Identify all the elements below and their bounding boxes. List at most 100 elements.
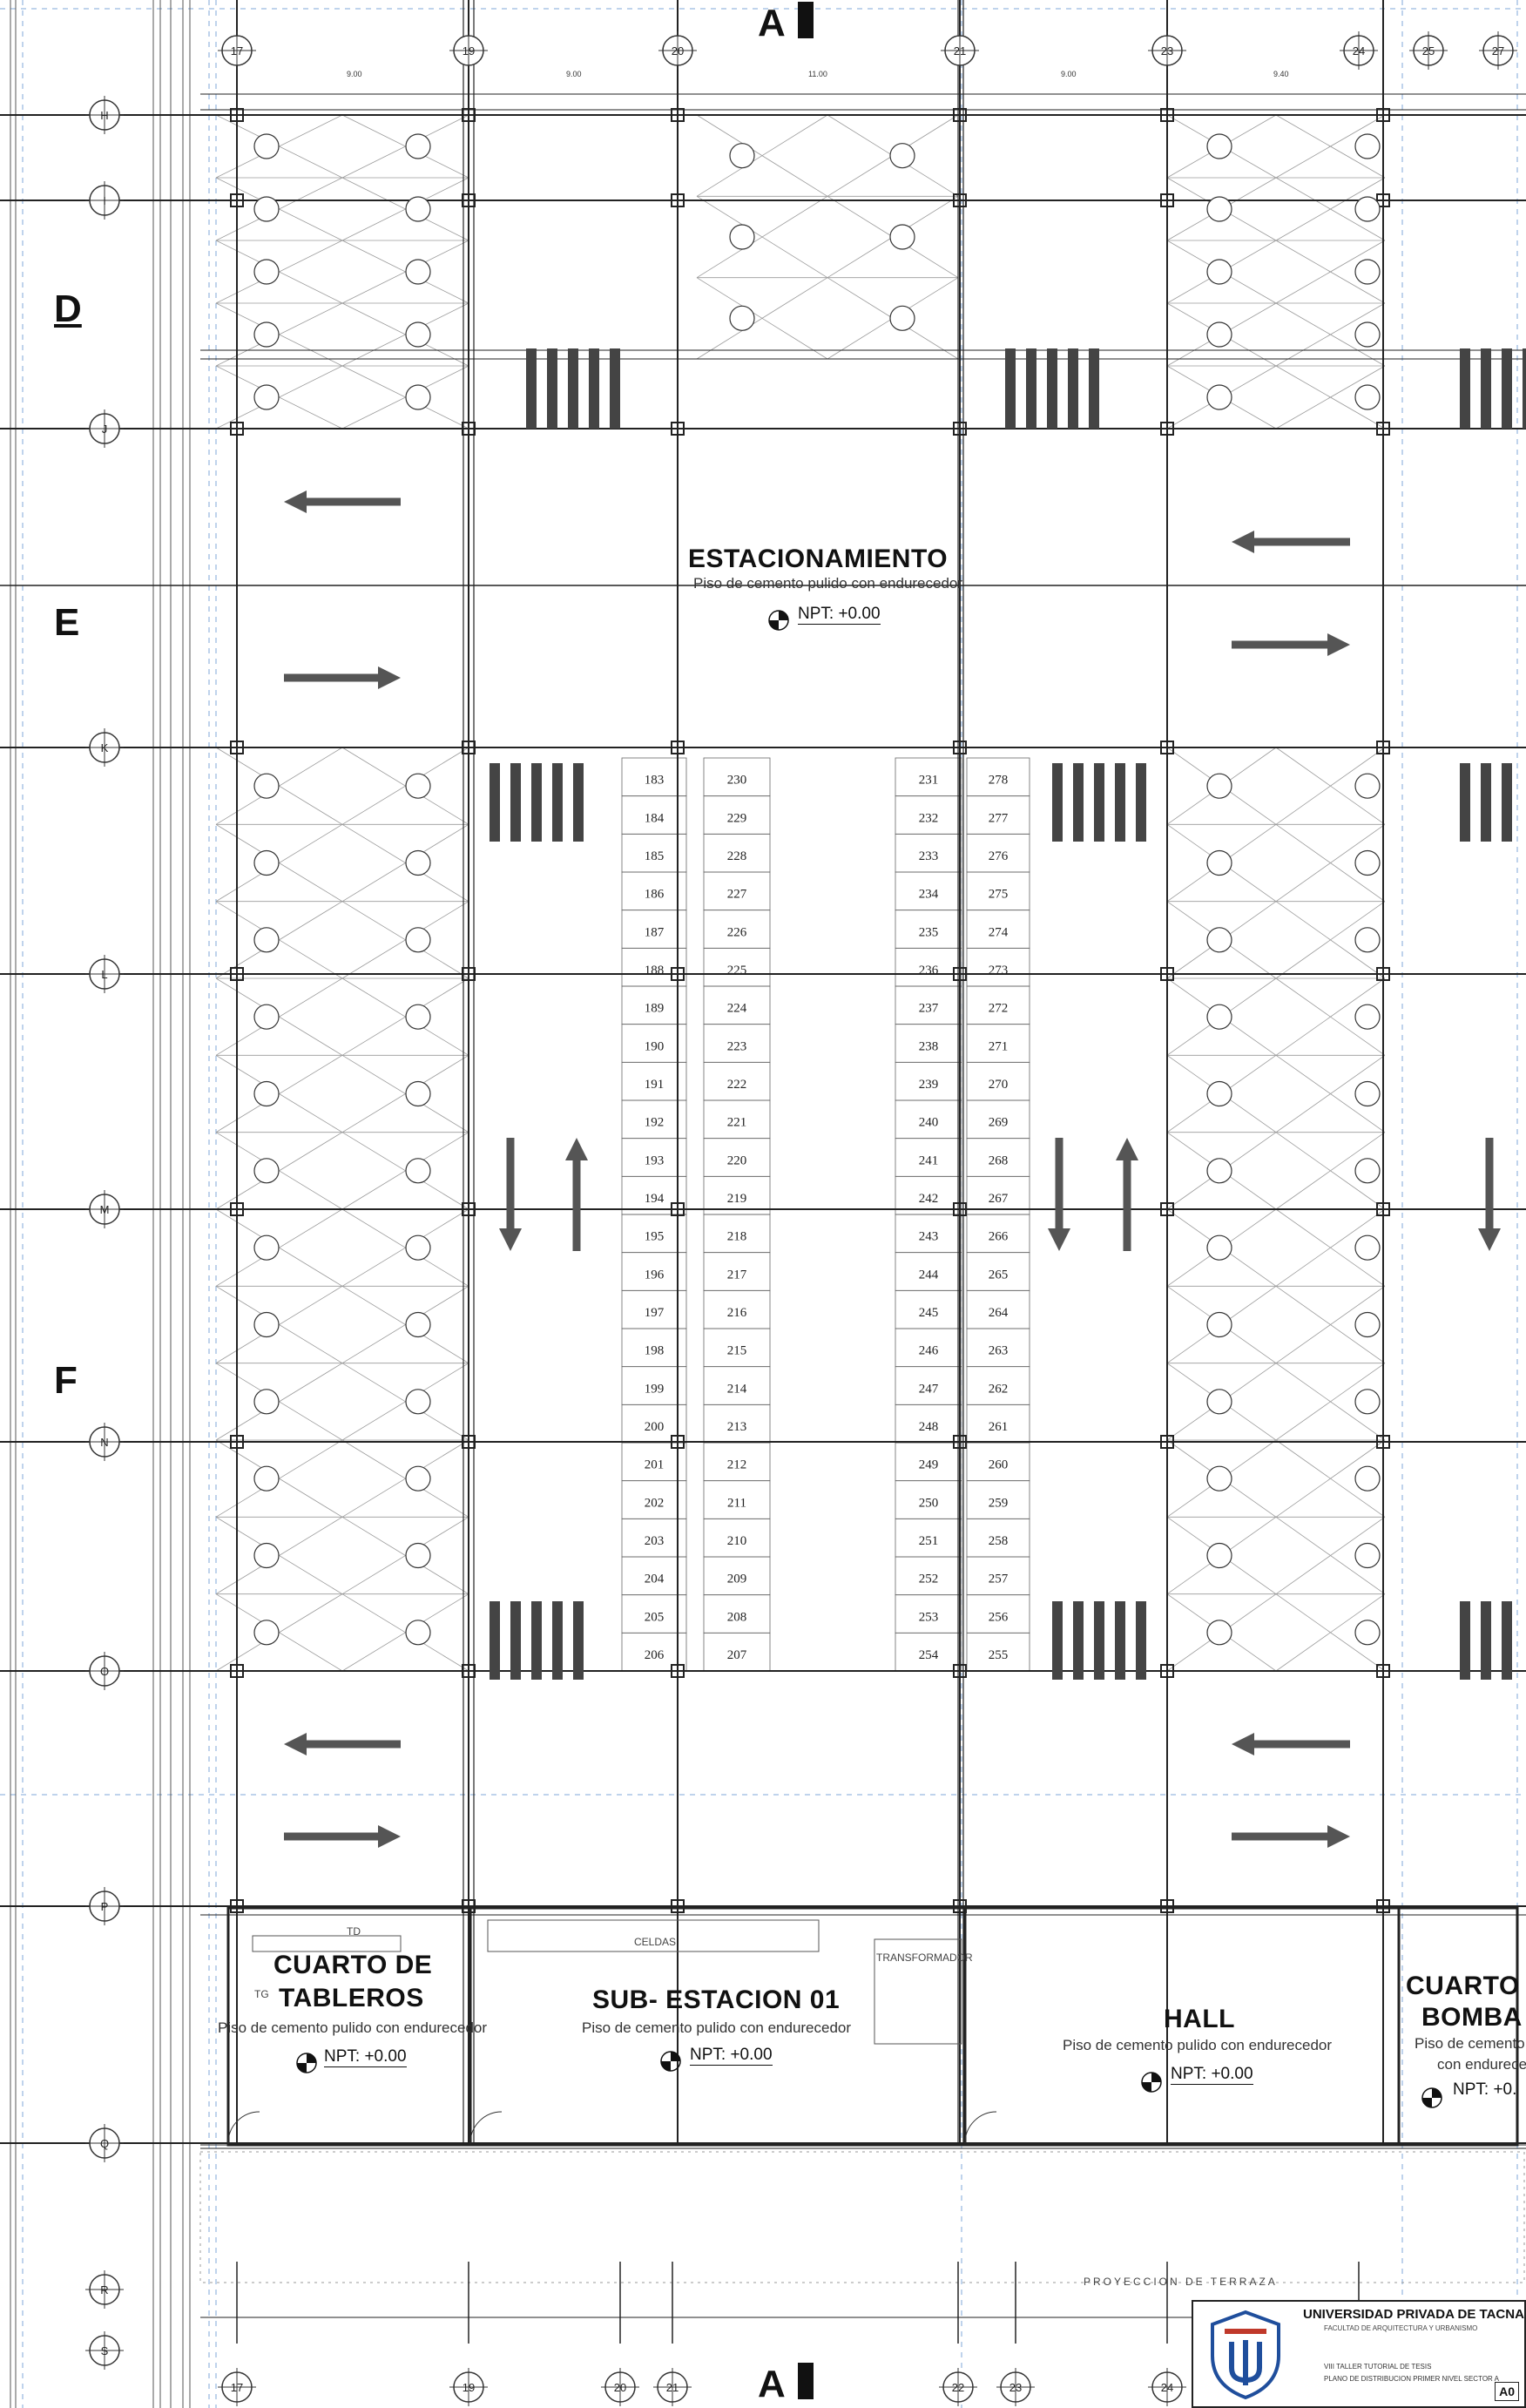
structural-column (953, 108, 967, 122)
stall-diagonal (1275, 1593, 1386, 1672)
structural-column (953, 1202, 967, 1216)
stall-number-label: 204 (645, 1573, 665, 1586)
stall-number-label: 243 (919, 1230, 939, 1244)
direction-arrow-head (1478, 1228, 1501, 1251)
stall-number-label: 260 (989, 1458, 1009, 1472)
structural-column (671, 1202, 685, 1216)
terrace-projection (199, 2151, 1525, 2283)
stall-number-label: 271 (989, 1039, 1009, 1053)
stall-number-label: 183 (645, 774, 665, 788)
crosswalk-bar (573, 763, 584, 842)
stall-diagonal (1275, 1363, 1386, 1441)
room-floor-estacionamiento: Piso de cemento pulido con endurecedor (693, 575, 963, 592)
structural-column (1376, 967, 1390, 981)
grid-axis-bubble-label: 19 (463, 44, 475, 57)
stall-number-label: 244 (919, 1268, 939, 1282)
section-marker-a-bottom: A (758, 2363, 814, 2406)
stall-number-circle (405, 321, 431, 348)
crosswalk-bar (568, 348, 578, 429)
section-marker-label: F (54, 1359, 78, 1402)
stall-number-label: 268 (989, 1153, 1009, 1167)
stall-number-label: 273 (989, 964, 1009, 977)
grid-axis-bubble-label: Q (100, 2137, 109, 2150)
grid-axis-bubble-label: 20 (614, 2381, 626, 2394)
stall-number-label: 242 (919, 1192, 939, 1206)
level-symbol-fill (661, 2061, 671, 2071)
stall-diagonal (1275, 1517, 1386, 1594)
stall-number-label: 246 (919, 1344, 939, 1358)
grid-axis-bubble-label: 22 (952, 2381, 964, 2394)
grid-axis-bubble-label: L (101, 968, 107, 981)
stall-number-label: 269 (989, 1116, 1009, 1130)
title-block-course: VIII TALLER TUTORIAL DE TESIS (1324, 2363, 1432, 2371)
stall-number-circle (253, 849, 280, 876)
stall-number-circle (1354, 773, 1381, 799)
stall-number-label: 225 (727, 964, 747, 977)
structural-column (230, 967, 244, 981)
stall-number-circle (1354, 927, 1381, 953)
section-marker-a-top: A (758, 2, 814, 45)
stall-number-circle (405, 196, 431, 222)
stall-number-label: 228 (727, 849, 747, 863)
crosswalk-bar (589, 348, 599, 429)
stall-diagonal (1275, 240, 1386, 304)
crosswalk-bar (573, 1601, 584, 1680)
stall-number-label: 203 (645, 1534, 665, 1548)
level-symbol-fill (769, 620, 779, 630)
stall-number-circle (405, 1389, 431, 1415)
level-symbol-fill (1142, 2082, 1151, 2092)
structural-column (1160, 967, 1174, 981)
structural-column (953, 741, 967, 754)
room-floor-cuarto-bomba-2: con endurece (1437, 2056, 1526, 2073)
stall-diagonal (1275, 1286, 1386, 1363)
projection-note: PROYECCION DE TERRAZA (1084, 2276, 1278, 2288)
parking-number-circles (253, 133, 1381, 1646)
structural-lines (0, 0, 1526, 2344)
tag-td: TD (347, 1925, 361, 1938)
crosswalk-bar (1005, 348, 1016, 429)
stall-number-label: 254 (919, 1648, 939, 1662)
transformador-outline (874, 1938, 962, 2045)
structural-column (953, 1664, 967, 1678)
grid-axis-bubble-label: O (100, 1665, 109, 1678)
direction-arrow-head (1232, 1733, 1254, 1755)
tag-transformador: TRANSFORMADOR (876, 1951, 973, 1964)
stall-number-label: 261 (989, 1420, 1009, 1434)
stall-number-circle (1354, 196, 1381, 222)
stall-number-label: 220 (727, 1153, 747, 1167)
stall-number-label: 238 (919, 1039, 939, 1053)
stall-number-label: 239 (919, 1078, 939, 1092)
structural-column (462, 108, 476, 122)
crosswalk-bar (552, 1601, 563, 1680)
structural-column (953, 422, 967, 436)
stall-number-circle (405, 1234, 431, 1261)
stall-diagonal (1275, 365, 1386, 430)
grid-axis-bubble-label: 17 (231, 44, 243, 57)
structural-column (1160, 108, 1174, 122)
stall-number-label: 223 (727, 1039, 747, 1053)
crosswalk-bar (552, 763, 563, 842)
structural-column (462, 1664, 476, 1678)
grid-axis-bubble-label: 24 (1161, 2381, 1173, 2394)
stall-number-circle (1354, 1542, 1381, 1569)
structural-column (462, 1435, 476, 1449)
structural-column (230, 422, 244, 436)
stall-number-label: 208 (727, 1610, 747, 1624)
stall-number-circle (1206, 384, 1232, 410)
dimension-label: 9.00 (566, 70, 582, 78)
structural-column (1376, 193, 1390, 207)
stall-number-label: 188 (645, 964, 665, 977)
structural-column (1376, 1664, 1390, 1678)
level-symbol-fill (779, 611, 788, 620)
stall-number-label: 258 (989, 1534, 1009, 1548)
tag-tg: TG (254, 1988, 269, 2000)
stall-number-circle (1206, 1542, 1232, 1569)
grid-axis-bubble-label: 23 (1009, 2381, 1022, 2394)
stall-diagonal (696, 277, 828, 360)
structural-column (462, 741, 476, 754)
section-marker-e: E (54, 601, 79, 645)
section-marker-flag (798, 2363, 814, 2399)
stall-number-label: 218 (727, 1230, 747, 1244)
section-marker-label: A (758, 2363, 785, 2405)
stall-number-circle (1354, 133, 1381, 159)
